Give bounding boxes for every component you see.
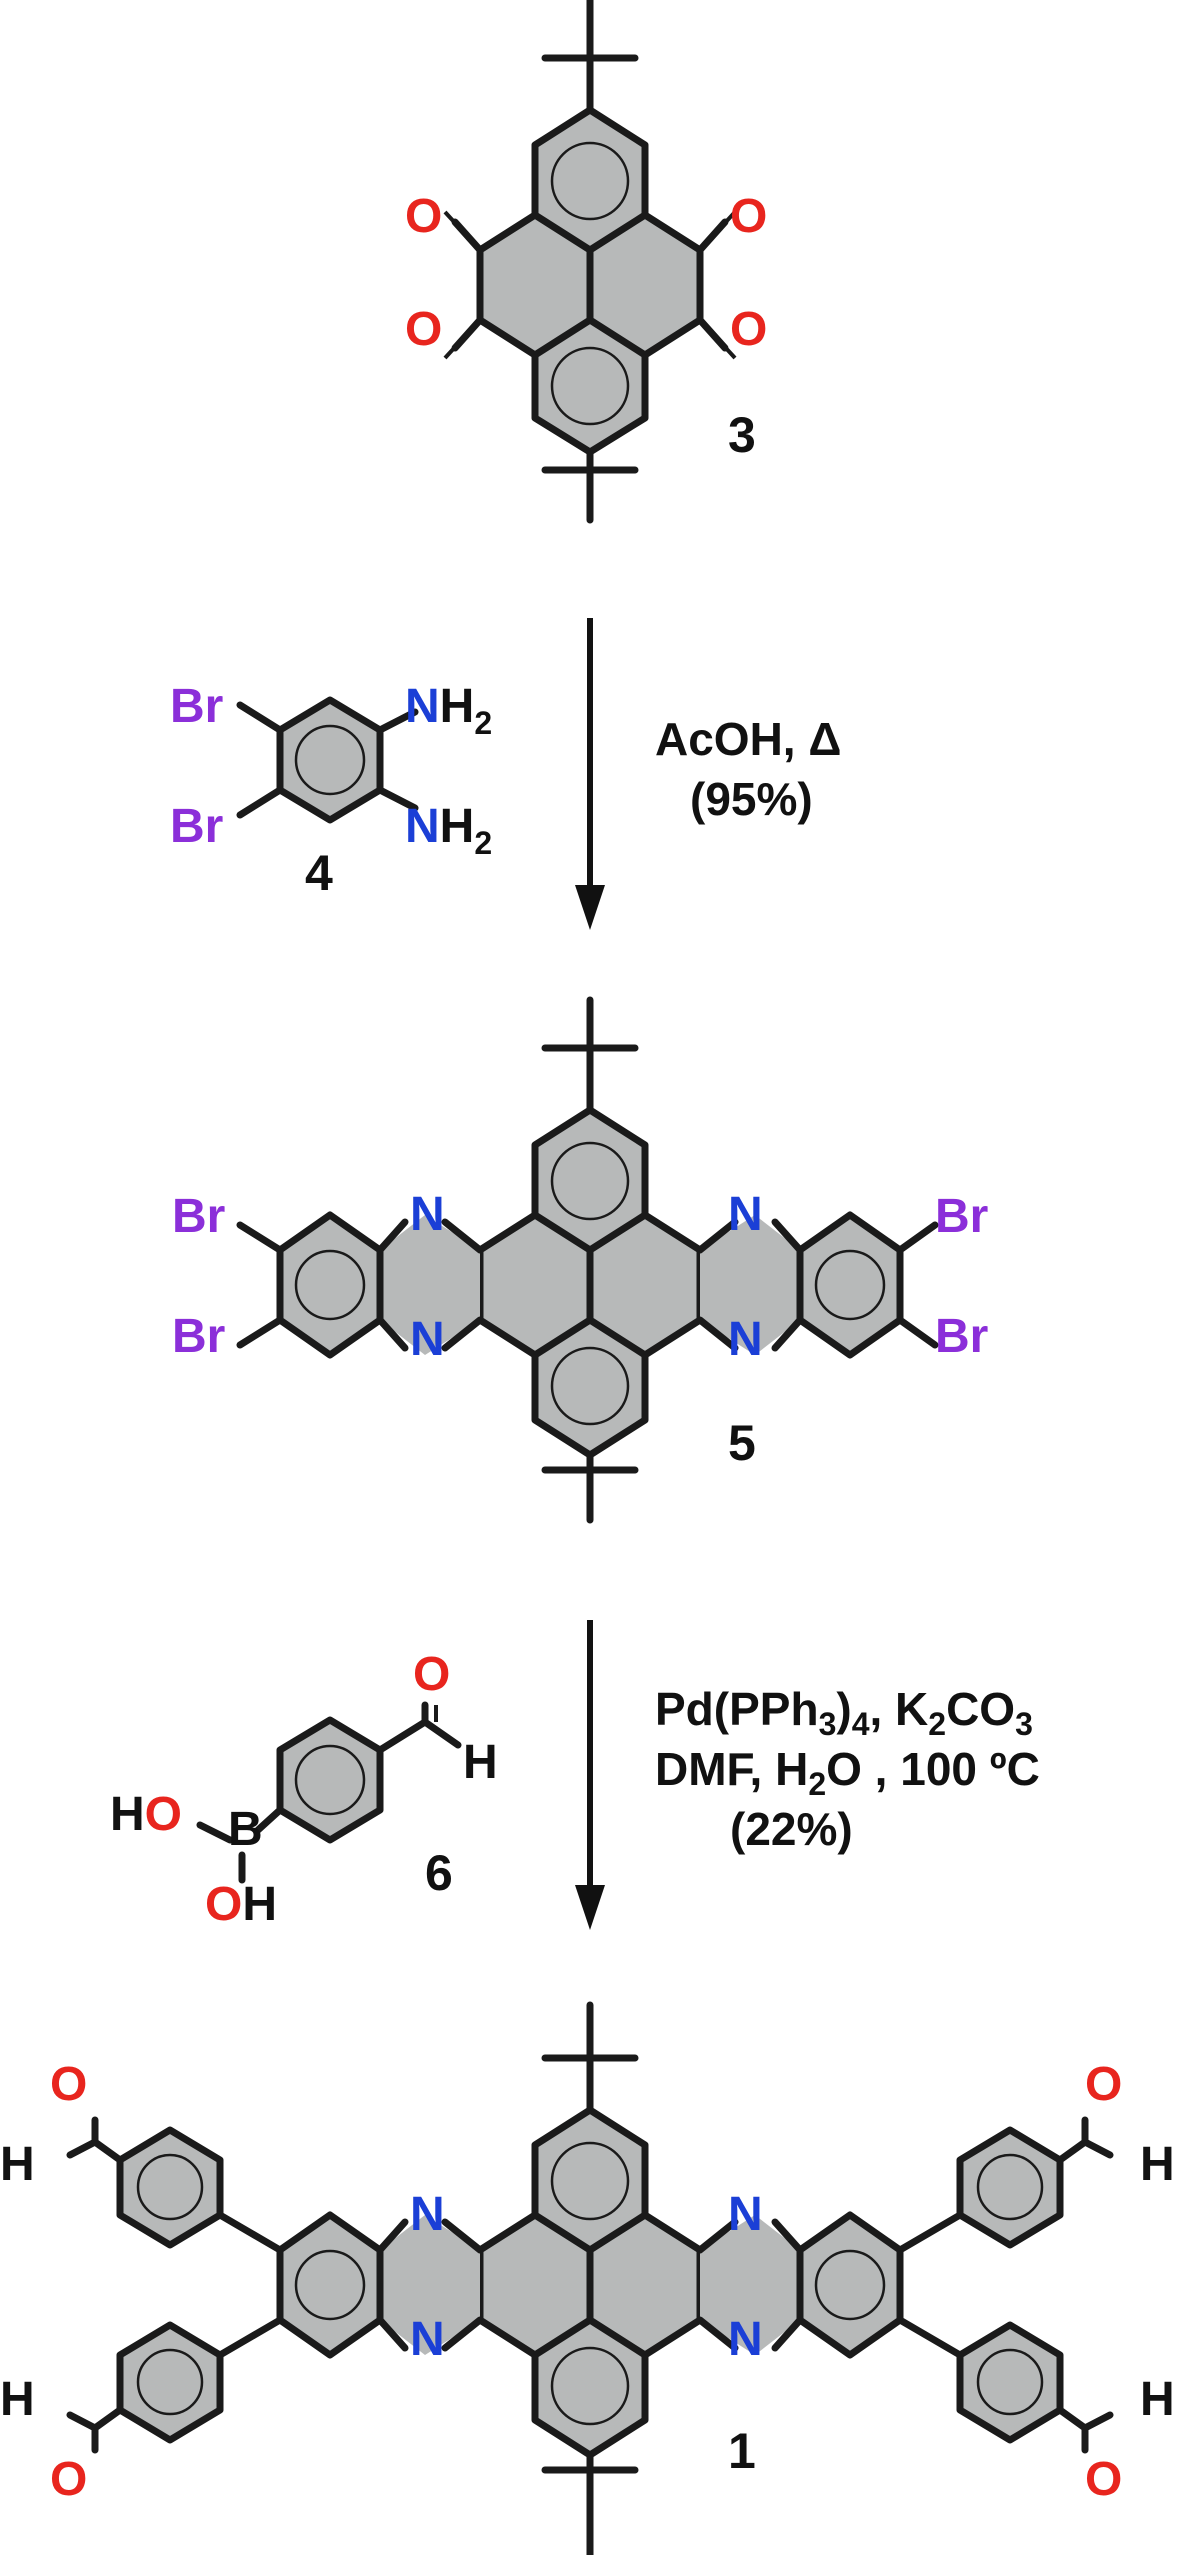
compound-5-structure	[236, 996, 939, 1524]
compound-5-nitrogen-bl: N	[410, 1313, 445, 1366]
compound-3-label: 3	[728, 407, 756, 463]
compound-4-amine-bottom: NH2	[405, 800, 492, 861]
compound-1-nitrogen-bl: N	[410, 2313, 445, 2366]
compound-4-bromine-bottom: Br	[170, 800, 223, 853]
compound-1-oxygen-tl: O	[50, 2058, 87, 2111]
compound-1-oxygen-br: O	[1085, 2453, 1122, 2506]
compound-1-hydrogen-tl: H	[0, 2138, 35, 2191]
compound-6-boron: B	[228, 1803, 263, 1856]
compound-5-nitrogen-tl: N	[410, 1188, 445, 1241]
compound-1-nitrogen-tl: N	[410, 2188, 445, 2241]
compound-3-structure	[443, 0, 737, 524]
compound-1-oxygen-bl: O	[50, 2453, 87, 2506]
compound-6-hydroxyl-left: HO	[110, 1788, 182, 1841]
compound-3-oxygen-bl: O	[405, 303, 442, 356]
compound-4-bromine-top: Br	[170, 680, 223, 733]
compound-5-bromine-tl: Br	[172, 1190, 225, 1243]
step2-yield: (22%)	[730, 1803, 853, 1855]
step1-yield: (95%)	[690, 773, 813, 825]
compound-3-oxygen-tl: O	[405, 190, 442, 243]
compound-6-structure	[196, 1701, 462, 1884]
compound-1-oxygen-tr: O	[1085, 2058, 1122, 2111]
compound-5-bromine-bl: Br	[172, 1310, 225, 1363]
compound-3-oxygen-tr: O	[730, 190, 767, 243]
compound-5-label: 5	[728, 1415, 756, 1471]
compound-4-amine-top: NH2	[405, 680, 492, 741]
compound-1-hydrogen-tr: H	[1140, 2138, 1175, 2191]
compound-1-structure	[66, 2001, 1114, 2555]
step2-reagents-line2: DMF, H2O , 100 ºC	[655, 1743, 1040, 1802]
compound-1-label: 1	[728, 2423, 756, 2479]
compound-1-hydrogen-bl: H	[0, 2373, 35, 2426]
step2-reagents-line1: Pd(PPh3)4, K2CO3	[655, 1683, 1033, 1742]
compound-4-structure	[236, 696, 419, 824]
compound-6-aldehyde-oxygen: O	[413, 1648, 450, 1701]
compound-6-hydroxyl-bottom: OH	[205, 1878, 277, 1931]
compound-5-nitrogen-br: N	[728, 1313, 763, 1366]
compound-1-nitrogen-tr: N	[728, 2188, 763, 2241]
compound-5-bromine-tr: Br	[935, 1190, 988, 1243]
compound-5-bromine-br: Br	[935, 1310, 988, 1363]
compound-1-hydrogen-br: H	[1140, 2373, 1175, 2426]
compound-4-label: 4	[305, 845, 333, 901]
compound-6-label: 6	[425, 1845, 453, 1901]
reaction-arrow-2-head	[575, 1885, 605, 1930]
step1-reagents: AcOH, Δ	[655, 713, 841, 765]
compound-1-nitrogen-br: N	[728, 2313, 763, 2366]
compound-5-nitrogen-tr: N	[728, 1188, 763, 1241]
compound-6-aldehyde-hydrogen: H	[463, 1736, 498, 1789]
compound-3-oxygen-br: O	[730, 303, 767, 356]
reaction-arrow-1-head	[575, 885, 605, 930]
